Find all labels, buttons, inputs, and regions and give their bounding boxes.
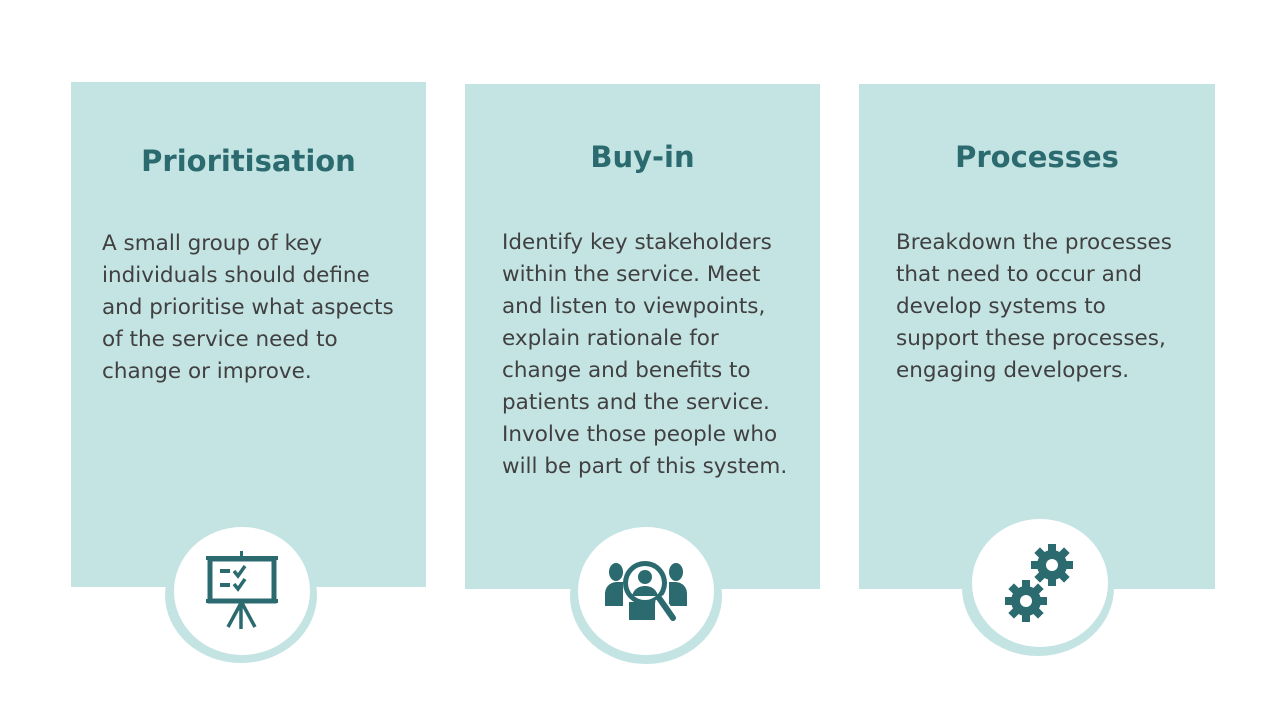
icon-disc: [174, 527, 310, 655]
card-processes: Processes Breakdown the processes that n…: [859, 84, 1215, 589]
people-search-icon: [605, 561, 687, 621]
card-title: Prioritisation: [141, 144, 356, 178]
card-body: A small group of key individuals should …: [102, 231, 394, 384]
icon-disc: [578, 527, 714, 655]
icon-disc: [972, 519, 1108, 647]
presentation-checklist-icon: [206, 551, 278, 629]
card-prioritisation: Prioritisation A small group of key indi…: [71, 82, 426, 587]
card-title: Processes: [955, 140, 1119, 174]
card-buy-in: Buy-in Identify key stakeholders within …: [465, 84, 820, 589]
gears-icon: [1005, 544, 1073, 622]
card-body: Identify key stakeholders within the ser…: [502, 230, 788, 479]
card-body: Breakdown the processes that need to occ…: [896, 230, 1172, 383]
card-title: Buy-in: [590, 140, 695, 174]
